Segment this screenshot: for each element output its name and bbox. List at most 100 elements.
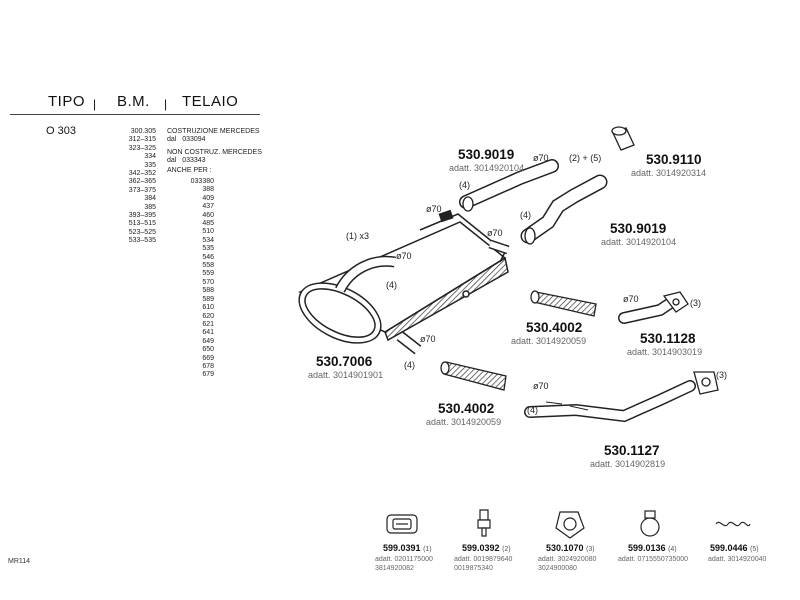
telaio-value: 621 [202, 320, 214, 328]
footer-adatt-3: adatt. 3024920080 3024900080 [538, 556, 597, 572]
label-530-4002-upper: 530.4002 [526, 320, 583, 335]
header-telaio: TELAIO [182, 93, 239, 110]
bm-value: 393–395 [128, 212, 156, 220]
telaio-value: 559 [202, 270, 214, 278]
telaio-value: 589 [202, 295, 214, 303]
telaio-value: 546 [202, 253, 214, 261]
footer-adatt-5: adatt. 3014920040 [708, 556, 767, 563]
telaio-value: 570 [202, 278, 214, 286]
annot-3: (3) [716, 370, 727, 380]
bm-value: 384 [144, 195, 156, 203]
bm-value: 300.305 [130, 128, 156, 135]
annot-phi70: ø70 [396, 251, 412, 261]
footer-part-3: 530.1070 (3) [546, 543, 595, 553]
adatt-530-9019-top: adatt. 3014920104 [449, 163, 525, 173]
adatt-530-1127: adatt. 3014902819 [590, 459, 666, 469]
sleeve-530-9110 [611, 126, 635, 151]
annot-4: (4) [459, 180, 470, 190]
header-tipo: TIPO [48, 93, 86, 110]
label-530-7006: 530.7006 [316, 354, 373, 369]
header-bm: B.M. [117, 93, 150, 110]
header-separator: | [93, 97, 97, 111]
label-530-4002-lower: 530.4002 [438, 401, 495, 416]
annot-phi70: ø70 [533, 381, 549, 391]
telaio-note-3: NON COSTRUZ. MERCEDES [167, 149, 262, 156]
telaio-note-2: dal 033094 [167, 136, 206, 143]
bm-value: 335 [144, 161, 156, 169]
pipe-530-9019-top [459, 159, 559, 212]
telaio-note-1: COSTRUZIONE MERCEDES [167, 128, 260, 135]
adatt-530-7006: adatt. 3014901901 [308, 370, 384, 380]
footer-part-4: 599.0136 (4) [628, 543, 677, 553]
annot-phi70: ø70 [487, 228, 503, 238]
annot-3: (3) [690, 298, 701, 308]
flex-pipe-530-4002-upper [530, 290, 597, 317]
telaio-value: 510 [202, 228, 214, 236]
footer-adatt-4: adatt. 0715550735000 [618, 556, 689, 563]
bm-value: 533–535 [128, 237, 156, 245]
telaio-value: 388 [202, 186, 214, 194]
telaio-value: 460 [202, 211, 214, 219]
telaio-value: 649 [202, 337, 214, 345]
telaio-note-4: dal 033343 [167, 157, 206, 164]
bm-value: 513–515 [128, 220, 156, 228]
annot-4: (4) [520, 210, 531, 220]
annot-phi70: ø70 [533, 153, 549, 163]
label-530-9110: 530.9110 [646, 152, 702, 167]
bm-value: 385 [144, 203, 156, 211]
bm-value: 312–315 [128, 136, 156, 144]
spring-icon [715, 521, 751, 527]
annot-4: (4) [527, 405, 538, 415]
telaio-value: 610 [202, 304, 214, 312]
bolt-icon [477, 509, 491, 537]
telaio-value: 409 [202, 194, 214, 202]
muffler-530-7006 [298, 209, 510, 355]
annot-4: (4) [404, 360, 415, 370]
bm-value: 334 [144, 153, 156, 161]
telaio-value: 534 [202, 236, 214, 244]
telaio-value: 620 [202, 312, 214, 320]
telaio-value: 033380 [190, 178, 214, 185]
annot-phi70: ø70 [623, 294, 639, 304]
telaio-value: 485 [202, 220, 214, 228]
telaio-value: 679 [202, 371, 214, 379]
annot-x3: (1) x3 [346, 231, 370, 241]
footer-adatt-2: adatt. 0019879640 0019875340 [454, 556, 513, 572]
header-rule [10, 114, 260, 115]
pipe-530-9019-right [520, 174, 608, 245]
telaio-value: 669 [202, 354, 214, 362]
bm-value: 523–525 [128, 228, 156, 236]
bm-value: 342–352 [128, 170, 156, 178]
footer-part-5: 599.0446 (5) [710, 543, 759, 553]
telaio-value: 558 [202, 262, 214, 270]
adatt-530-9110: adatt. 3014920314 [631, 168, 707, 178]
telaio-value: 535 [202, 245, 214, 253]
footer-part-2: 599.0392 (2) [462, 543, 511, 553]
telaio-note-5: ANCHE PER : [167, 167, 212, 174]
gasket-icon [555, 511, 585, 539]
adatt-530-4002-lower: adatt. 3014920059 [426, 417, 502, 427]
adatt-530-9019-right: adatt. 3014920104 [601, 237, 677, 247]
telaio-value: 678 [202, 362, 214, 370]
header-separator: | [164, 97, 168, 111]
annot-plus: (2) + (5) [569, 153, 602, 163]
telaio-value: 650 [202, 346, 214, 354]
annot-phi70: ø70 [426, 204, 442, 214]
pipe-530-1127 [524, 371, 719, 423]
label-530-9019-right: 530.9019 [610, 221, 667, 236]
bm-value: 373–375 [128, 186, 156, 194]
annot-4: (4) [386, 280, 397, 290]
bm-value: 362–365 [128, 178, 156, 186]
bm-value: 323–325 [128, 144, 156, 152]
footer-part-1: 599.0391 (1) [383, 543, 432, 553]
label-530-9019-top: 530.9019 [458, 147, 515, 162]
label-530-1127: 530.1127 [604, 443, 660, 458]
label-530-1128: 530.1128 [640, 331, 696, 346]
pipe-530-1128 [618, 291, 689, 324]
diagram-code: MR114 [8, 558, 31, 565]
clamp-icon [386, 514, 418, 534]
telaio-value: 641 [202, 329, 214, 337]
